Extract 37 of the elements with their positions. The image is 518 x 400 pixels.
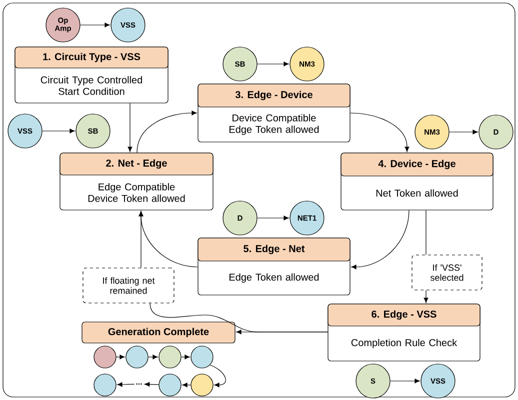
arrow xyxy=(128,103,132,152)
arrow xyxy=(148,354,158,360)
arrow xyxy=(136,110,197,153)
arrow xyxy=(257,216,289,220)
chain-circle xyxy=(190,346,214,368)
arrow xyxy=(449,130,478,134)
arrow xyxy=(182,382,191,388)
arrow xyxy=(181,354,190,360)
step-box: 2. Net - Edge Edge Compatible Device Token allowed xyxy=(60,152,214,210)
arrow xyxy=(257,62,289,66)
condition-box: If 'VSS' selected xyxy=(412,254,482,290)
arrow xyxy=(138,211,144,268)
step-box: 1. Circuit Type - VSS Circuit Type Controlled Start Condition xyxy=(14,46,168,104)
step-box: 4. Device - Edge Net Token allowed xyxy=(340,152,494,210)
arrow xyxy=(116,354,125,360)
condition-box: If floating net remained xyxy=(82,268,174,304)
step-box: 5. Edge - Net Edge Token allowed xyxy=(198,238,350,296)
arrow xyxy=(144,382,160,387)
arrow xyxy=(424,290,428,303)
arrow xyxy=(390,378,420,384)
chain-circle xyxy=(94,374,116,396)
arrow xyxy=(351,210,410,270)
arrow xyxy=(80,22,110,28)
ellipsis: ... xyxy=(136,383,142,385)
chain-circle xyxy=(94,346,116,368)
step-box: 3. Edge - Device Device Compatible Edge Token allowed xyxy=(198,84,350,142)
chain-circle xyxy=(126,346,148,368)
arrow xyxy=(117,382,135,387)
arrow xyxy=(210,364,226,388)
chain-circle xyxy=(158,374,182,396)
result-box: Generation Complete xyxy=(82,322,236,344)
arrow xyxy=(236,330,328,334)
arrow xyxy=(350,112,410,152)
step-box: 6. Edge - VSS Completion Rule Check xyxy=(328,304,480,362)
chain-circle xyxy=(190,374,214,396)
arrow xyxy=(42,128,75,134)
chain-circle xyxy=(158,346,182,368)
